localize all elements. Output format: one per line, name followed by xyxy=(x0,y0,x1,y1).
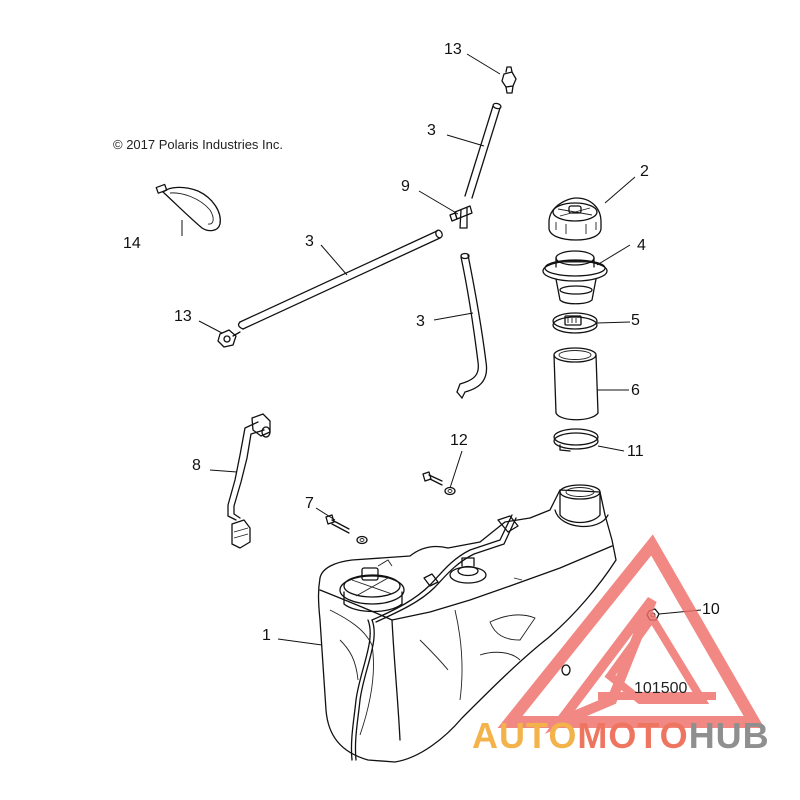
automotohub-wordmark: AUTOMOTOHUB xyxy=(472,715,770,756)
part-4-filler-neck xyxy=(542,250,608,305)
callout-8: 8 xyxy=(192,457,201,474)
part-5-hose-clamp xyxy=(552,312,598,334)
watermark-triangle-logo xyxy=(497,534,765,734)
watermark-hub: HUB xyxy=(689,715,770,756)
automotohub-watermark xyxy=(497,534,765,734)
part-2-fuel-cap xyxy=(548,197,602,241)
callout-2: 2 xyxy=(640,163,649,180)
copyright-text: © 2017 Polaris Industries Inc. xyxy=(113,137,283,152)
callout-10: 10 xyxy=(702,601,720,618)
callout-3-long: 3 xyxy=(305,233,314,250)
part-12-bolt-washer xyxy=(422,471,456,496)
callout-6: 6 xyxy=(631,382,640,399)
callout-9: 9 xyxy=(401,178,410,195)
callout-13-top: 13 xyxy=(444,41,462,58)
figure-id-text: 101500 xyxy=(634,680,687,697)
part-9-tee-fitting xyxy=(449,205,473,229)
callout-1: 1 xyxy=(262,627,271,644)
part-3-hose-upper xyxy=(464,102,502,199)
callout-3-bent: 3 xyxy=(416,313,425,330)
watermark-auto: AUTO xyxy=(472,715,577,756)
callout-12: 12 xyxy=(450,432,468,449)
callout-4: 4 xyxy=(637,237,646,254)
part-14-strap-clamp xyxy=(155,183,221,232)
part-13-vent-valve-top xyxy=(501,66,517,94)
callout-11: 11 xyxy=(627,443,644,460)
callout-13-left: 13 xyxy=(174,308,192,325)
part-11-hose-clamp xyxy=(553,428,599,452)
part-3-hose-long xyxy=(237,229,443,330)
callout-3-upper: 3 xyxy=(427,122,436,139)
watermark-wordmark: AUTOMOTOHUB xyxy=(472,715,770,756)
part-8-fuel-line xyxy=(227,413,271,549)
callout-7: 7 xyxy=(305,495,314,512)
callout-labels: 13 3 9 3 3 14 13 2 4 5 6 11 8 12 7 10 1 xyxy=(123,41,720,644)
part-1-fuel-tank xyxy=(317,484,617,763)
part-13-vent-valve-left xyxy=(217,329,241,348)
callout-5: 5 xyxy=(631,312,640,329)
part-3-hose-bent xyxy=(456,252,488,399)
leader-lines xyxy=(181,53,702,646)
callout-14: 14 xyxy=(123,235,141,252)
watermark-moto: MOTO xyxy=(577,715,688,756)
part-7-bolt-washer xyxy=(325,514,368,545)
part-6-filler-hose xyxy=(553,347,599,421)
